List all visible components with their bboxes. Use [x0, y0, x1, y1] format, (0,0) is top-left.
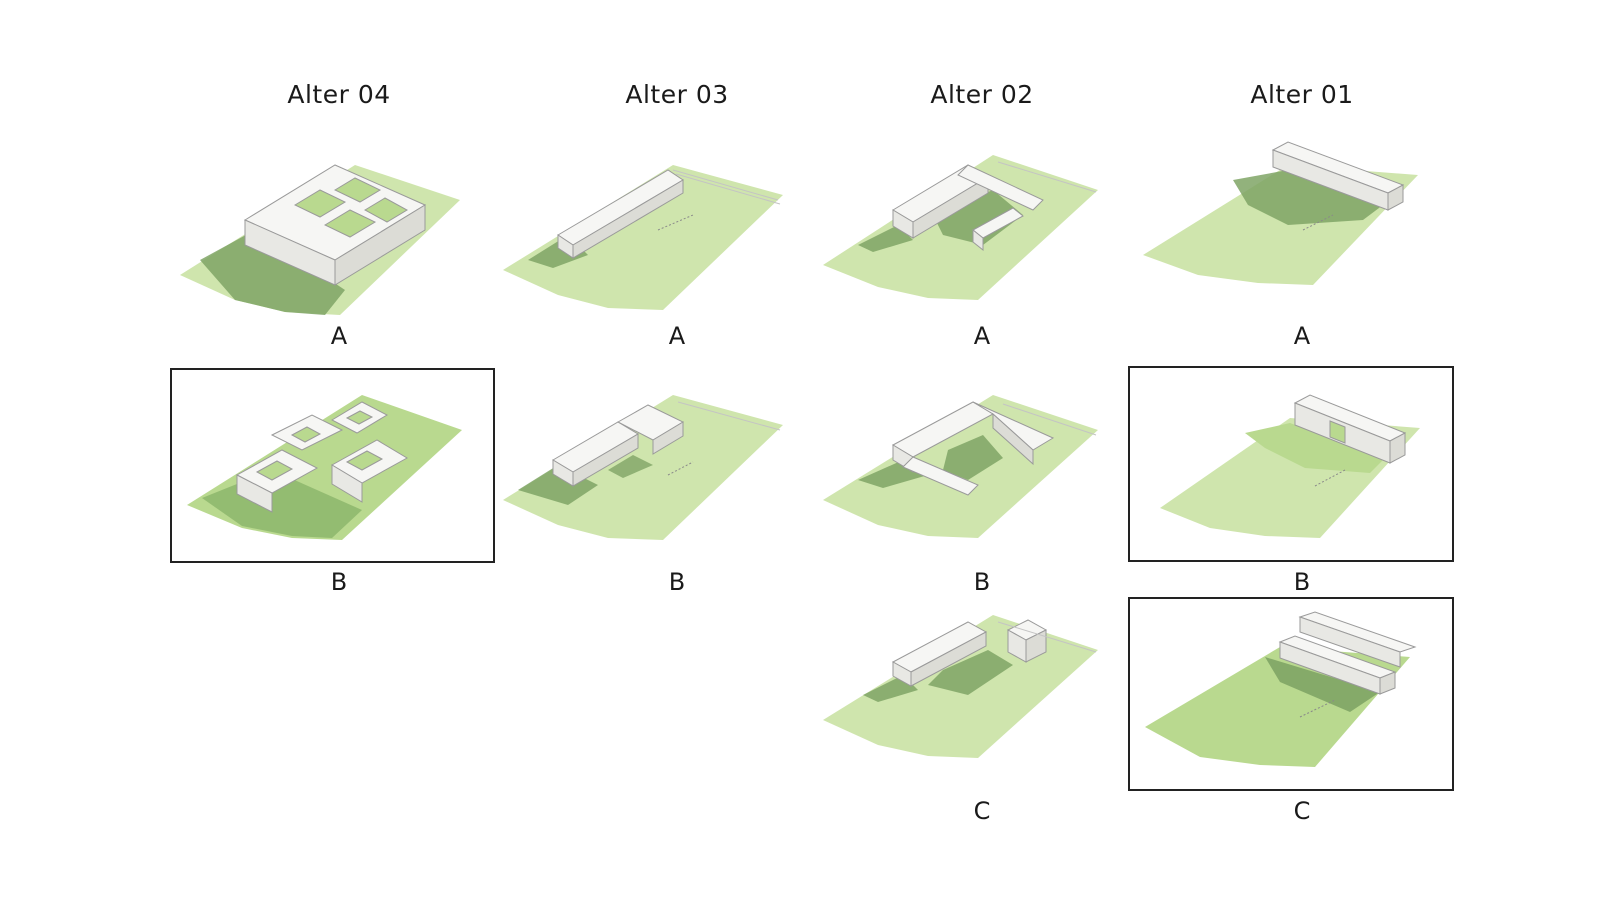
variant-label-alter01-b: B: [1293, 568, 1311, 596]
site-plot: [503, 165, 783, 310]
massing-diagram-alter01-a[interactable]: [1138, 135, 1428, 295]
building-shadow: [1233, 170, 1383, 225]
variant-label-alter04-b: B: [330, 568, 348, 596]
variant-label-alter03-a: A: [668, 322, 686, 350]
massing-diagram-alter04-a[interactable]: [175, 160, 475, 320]
selection-frame-alter04-b: [170, 368, 495, 563]
linear-building-with-tower: [891, 619, 1048, 687]
massing-diagram-alter04-b[interactable]: [182, 390, 472, 550]
contour-lines: [997, 161, 1097, 193]
variant-label-alter01-a: A: [1293, 322, 1311, 350]
building-shadow: [1265, 657, 1380, 712]
massing-diagram-alter01-b[interactable]: [1155, 388, 1435, 548]
linear-building: [1271, 141, 1405, 211]
double-linear-building: [1278, 611, 1417, 695]
cross-courtyard-building: [235, 401, 408, 513]
building-shadow: [1245, 423, 1385, 473]
contour-lines: [997, 621, 1097, 653]
variant-label-alter01-c: C: [1293, 797, 1311, 825]
massing-diagram-alter02-a[interactable]: [818, 150, 1108, 310]
selection-frame-alter01-c: [1128, 597, 1454, 791]
linear-building-with-openings: [1293, 394, 1407, 464]
column-title-alter-04: Alter 04: [287, 80, 391, 109]
variant-label-alter02-b: B: [973, 568, 991, 596]
massing-diagram-alter02-b[interactable]: [818, 390, 1108, 550]
column-title-alter-02: Alter 02: [930, 80, 1034, 109]
massing-diagram-alter03-a[interactable]: [498, 160, 798, 320]
column-title-alter-01: Alter 01: [1250, 80, 1354, 109]
massing-diagram-alter01-c[interactable]: [1140, 611, 1430, 777]
l-shaped-building: [552, 404, 685, 487]
massing-diagram-alter02-c[interactable]: [818, 610, 1108, 770]
selection-frame-alter01-b: [1128, 366, 1454, 562]
column-title-alter-03: Alter 03: [625, 80, 729, 109]
courtyard-building: [243, 164, 427, 286]
building-shadow: [858, 225, 913, 252]
variant-label-alter02-a: A: [973, 322, 991, 350]
massing-diagram-alter03-b[interactable]: [498, 390, 798, 550]
contour-lines: [672, 169, 779, 201]
contour-lines: [1002, 403, 1097, 436]
courtyard-building: [891, 401, 1055, 496]
l-shaped-building: [892, 164, 1044, 252]
contour-lines: [677, 401, 781, 431]
variant-label-alter02-c: C: [973, 797, 991, 825]
variant-label-alter03-b: B: [668, 568, 686, 596]
linear-building: [557, 169, 684, 259]
building-shadow: [200, 230, 345, 315]
variant-label-alter04-a: A: [330, 322, 348, 350]
